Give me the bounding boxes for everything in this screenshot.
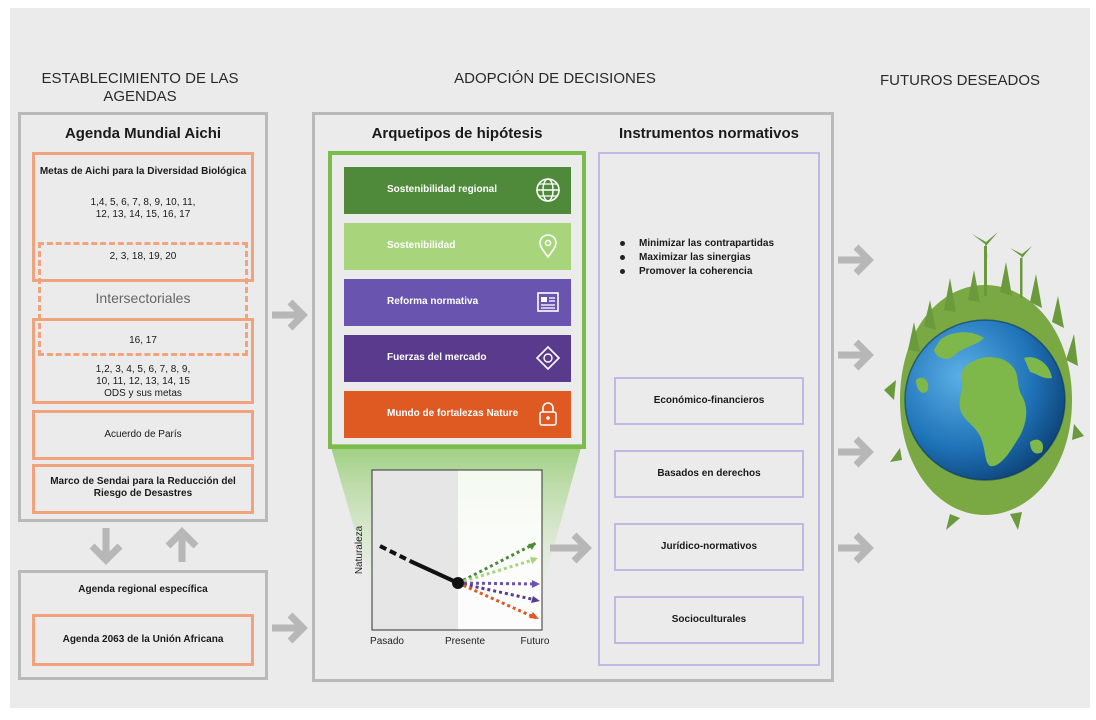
sendai-framework-line2: Riesgo de Desastres <box>93 488 193 499</box>
arrow-up-regional-to-global <box>165 527 199 562</box>
instrument-type-sociocultural <box>614 596 804 644</box>
sdg-targets-label: ODS y sus metas <box>104 388 182 399</box>
scenario-ylabel: Naturaleza <box>354 525 365 574</box>
instruments-box <box>598 152 820 666</box>
scenario-arrowhead-market-forces <box>531 596 540 603</box>
archetype-policy-reform: Reforma normativa <box>344 279 571 326</box>
african-union-agenda-box <box>32 614 254 666</box>
regional-agenda-box <box>18 570 268 680</box>
aichi-targets-box <box>32 152 254 282</box>
arrow-to-futures-4 <box>838 532 874 564</box>
scenario-arrowhead-policy-reform <box>532 580 540 588</box>
header-setting-agendas: ESTABLECIMIENTO DE LAS AGENDAS <box>41 70 239 105</box>
scenario-chart-future-area <box>458 470 542 630</box>
instrument-bullet-1: Minimizar las contrapartidas <box>620 238 774 249</box>
archetype-label: Reforma normativa <box>387 296 479 307</box>
bullet-text: Promover la coherencia <box>639 266 753 277</box>
arrow-regional-to-decision <box>272 612 308 644</box>
scenario-present-point <box>452 577 464 589</box>
global-agenda-title: Agenda Mundial Aichi <box>64 125 222 142</box>
bullet-text: Minimizar las contrapartidas <box>639 238 775 249</box>
bullet-text: Maximizar las sinergias <box>639 252 751 263</box>
arrow-to-futures-1 <box>838 244 874 276</box>
globe-continents <box>916 332 1052 467</box>
arrow-to-futures-2 <box>838 339 874 371</box>
scenario-chart-frame <box>371 469 543 631</box>
intersectoral-overlap-box <box>38 242 248 356</box>
sdg-targets-numbers-2: 10, 11, 12, 13, 14, 15 <box>96 376 190 387</box>
padlock-icon <box>539 402 557 426</box>
intersectoral-label: Intersectoriales <box>95 290 191 306</box>
archetypes-title: Arquetipos de hipótesis <box>371 125 543 142</box>
arrow-to-futures-3 <box>838 436 874 468</box>
scenario-arrowhead-fortress-world <box>529 612 539 619</box>
paris-agreement-box <box>32 410 254 460</box>
archetype-label: Sostenibilidad <box>387 240 456 251</box>
instrument-type-rights-label: Basados en derechos <box>657 468 761 479</box>
aichi-targets-numbers-2: 12, 13, 14, 15, 16, 17 <box>95 209 191 220</box>
scenario-tick-past: Pasado <box>370 636 404 647</box>
archetype-market-forces: Fuerzas del mercado <box>344 335 571 382</box>
archetype-sustainability: Sostenibilidad <box>344 223 571 270</box>
instrument-type-sociocultural-label: Socioculturales <box>671 614 747 625</box>
archetype-regional-sustainability: Sostenibilidad regional <box>344 167 571 214</box>
scenario-funnel-svg: Naturaleza Pasado Presente Futuro <box>330 444 582 647</box>
scenario-past-trend-dashed <box>379 544 411 563</box>
aichi-targets-numbers-1: 1,4, 5, 6, 7, 8, 9, 10, 11, <box>90 197 196 208</box>
sendai-framework-line1: Marco de Sendai para la Reducción del <box>50 476 236 487</box>
sdg-overlap-numbers: 16, 17 <box>129 335 157 346</box>
scenario-arrowhead-regional-sustainability <box>528 543 536 550</box>
instrument-type-economic-label: Económico-financieros <box>653 395 765 406</box>
archetypes-box <box>328 151 586 449</box>
location-pin-icon <box>539 234 557 259</box>
scenario-path-sustainability <box>457 557 537 585</box>
archetype-label: Sostenibilidad regional <box>387 184 498 195</box>
arrow-global-to-decision <box>272 299 308 331</box>
archetype-label: Mundo de fortalezas Nature <box>387 408 519 419</box>
scenario-tick-future: Futuro <box>521 636 550 647</box>
instrument-bullet-3: Promover la coherencia <box>620 266 752 277</box>
green-earth-illustration <box>884 232 1084 530</box>
scenario-path-regional-sustainability <box>457 541 537 585</box>
african-union-agenda-label: Agenda 2063 de la Unión Africana <box>62 634 224 645</box>
sdg-targets-numbers-1: 1,2, 3, 4, 5, 6, 7, 8, 9, <box>95 364 191 375</box>
regional-agenda-title: Agenda regional específica <box>78 584 208 595</box>
arrow-down-global-to-regional <box>89 528 123 565</box>
header-desired-futures: FUTUROS DESEADOS <box>879 72 1041 89</box>
aichi-overlap-numbers: 2, 3, 18, 19, 20 <box>109 251 177 262</box>
header-decision-making: ADOPCIÓN DE DECISIONES <box>454 70 656 87</box>
money-icon <box>535 345 561 371</box>
decision-making-box <box>312 112 834 682</box>
scenario-arrowhead-sustainability <box>530 557 538 564</box>
scenario-past-trend-solid <box>409 559 459 585</box>
paris-agreement-label: Acuerdo de París <box>104 429 182 440</box>
document-icon <box>537 292 559 312</box>
aichi-targets-title: Metas de Aichi para la Diversidad Biológ… <box>39 166 247 177</box>
scenario-path-market-forces <box>457 581 537 602</box>
instrument-bullet-2: Maximizar las sinergias <box>620 252 751 263</box>
instruments-title: Instrumentos normativos <box>618 125 800 142</box>
archetype-fortress-world: Mundo de fortalezas Nature <box>344 391 571 438</box>
instrument-type-rights <box>614 450 804 498</box>
scenario-path-policy-reform <box>457 581 537 586</box>
instrument-type-legal <box>614 523 804 571</box>
scenario-chart-past-area <box>372 470 458 630</box>
global-agenda-box <box>18 112 268 522</box>
instrument-type-economic <box>614 377 804 425</box>
instrument-type-legal-label: Jurídico-normativos <box>660 541 758 552</box>
sdg-targets-box <box>32 318 254 404</box>
arrow-scenarios-to-instruments <box>550 532 592 564</box>
scenario-path-fortress-world <box>457 581 537 620</box>
sendai-framework-box <box>32 464 254 514</box>
scenario-tick-present: Presente <box>445 636 485 647</box>
globe-icon <box>536 178 560 202</box>
archetype-label: Fuerzas del mercado <box>387 352 487 363</box>
